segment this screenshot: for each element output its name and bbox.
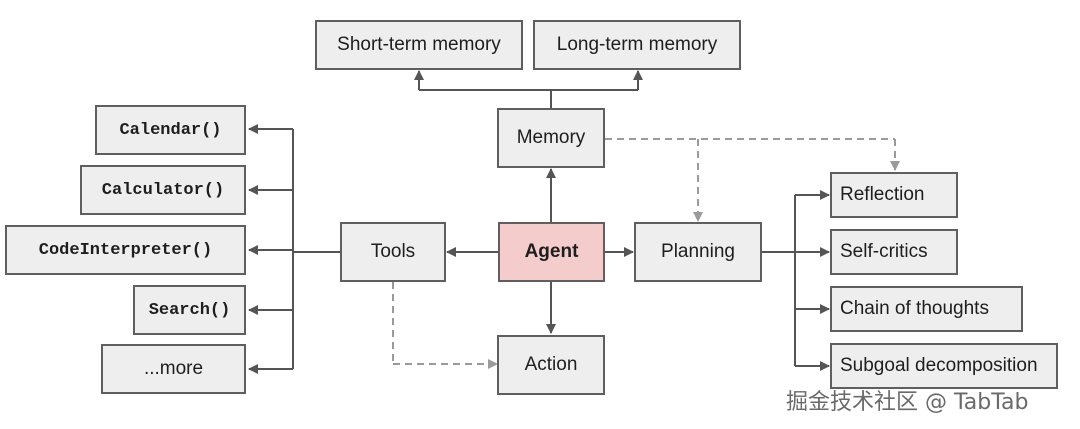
short-term-memory-box: Short-term memory	[315, 20, 523, 70]
chain-of-thoughts-box: Chain of thoughts	[830, 286, 1023, 332]
memory-to-memory-types-connector	[414, 70, 643, 108]
subgoal-decomposition-box: Subgoal decomposition	[830, 343, 1058, 389]
memory-dashed-connector	[605, 138, 900, 222]
planning-to-strategies-connector	[762, 190, 830, 371]
action-box: Action	[497, 335, 605, 395]
search-tool-box: Search()	[133, 285, 246, 335]
tools-to-action-dashed-connector	[392, 282, 498, 369]
code-interpreter-tool-box: CodeInterpreter()	[5, 225, 246, 275]
agent-box: Agent	[498, 222, 605, 282]
tools-to-tool-list-connector	[248, 124, 340, 374]
watermark-text: 掘金技术社区 @ TabTab	[786, 390, 1029, 415]
self-critics-box: Self-critics	[830, 229, 958, 275]
tools-box: Tools	[340, 222, 446, 282]
calendar-tool-box: Calendar()	[95, 105, 246, 155]
more-tools-box: ...more	[101, 344, 246, 394]
memory-box: Memory	[497, 108, 605, 168]
calculator-tool-box: Calculator()	[80, 165, 246, 215]
reflection-box: Reflection	[830, 172, 958, 218]
long-term-memory-box: Long-term memory	[533, 20, 741, 70]
planning-box: Planning	[634, 222, 762, 282]
